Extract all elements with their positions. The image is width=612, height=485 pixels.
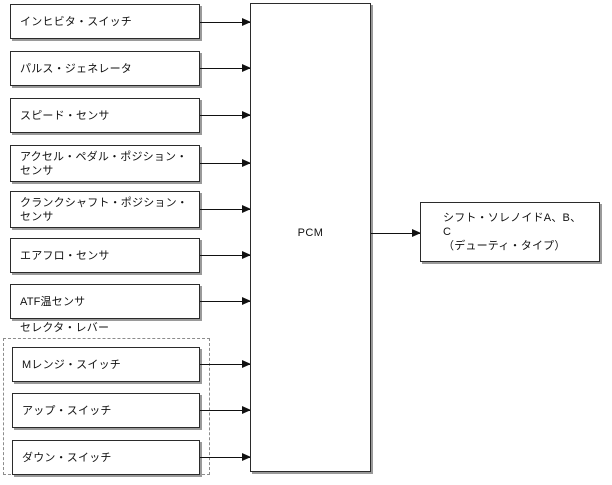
selector-lever-caption: セレクタ・レバー (20, 322, 110, 334)
input-box-label: ATF温センサ (20, 295, 86, 308)
input-box-crankshaft-position-sensor[interactable]: クランクシャフト・ポジション・ センサ (10, 191, 200, 228)
output-box-label: シフト・ソレノイドA、B、C （デューティ・タイプ） (443, 212, 582, 252)
arrow-head-icon (242, 297, 251, 305)
input-box-label: パルス・ジェネレータ (20, 62, 132, 75)
input-box-up-switch[interactable]: アップ・スイッチ (12, 393, 200, 428)
connector-atf-temperature-sensor-to-pcm (200, 297, 251, 305)
connector-pcm-to-shift-solenoid (371, 229, 421, 237)
input-box-down-switch[interactable]: ダウン・スイッチ (12, 440, 200, 475)
input-box-label: スピード・センサ (20, 109, 110, 122)
input-box-accelerator-pedal-position-sensor[interactable]: アクセル・ペダル・ポジション・ センサ (10, 145, 200, 182)
input-box-speed-sensor[interactable]: スピード・センサ (10, 98, 200, 133)
connector-up-switch-to-pcm (200, 406, 251, 414)
input-box-label: インヒビタ・スイッチ (20, 15, 132, 28)
arrow-head-icon (242, 251, 251, 259)
input-box-label: アクセル・ペダル・ポジション・ センサ (20, 150, 188, 177)
arrow-head-icon (242, 453, 251, 461)
input-box-m-range-switch[interactable]: Mレンジ・スイッチ (12, 347, 200, 382)
arrow-head-icon (242, 64, 251, 72)
output-box-shift-solenoid[interactable]: シフト・ソレノイドA、B、C （デューティ・タイプ） (420, 202, 600, 262)
input-box-inhibitor-switch[interactable]: インヒビタ・スイッチ (10, 4, 200, 39)
pcm-module-label: PCM (297, 227, 324, 239)
input-box-label: クランクシャフト・ポジション・ センサ (20, 196, 188, 223)
connector-pulse-generator-to-pcm (200, 64, 251, 72)
input-box-label: アップ・スイッチ (22, 404, 112, 417)
connector-accelerator-pedal-position-sensor-to-pcm (200, 159, 251, 167)
connector-m-range-switch-to-pcm (200, 360, 251, 368)
connector-down-switch-to-pcm (200, 453, 251, 461)
input-box-label: Mレンジ・スイッチ (22, 358, 121, 371)
connector-speed-sensor-to-pcm (200, 111, 251, 119)
input-box-pulse-generator[interactable]: パルス・ジェネレータ (10, 51, 200, 86)
arrow-head-icon (242, 406, 251, 414)
pcm-module-box[interactable]: PCM (250, 3, 371, 472)
input-box-atf-temperature-sensor[interactable]: ATF温センサ (10, 284, 200, 319)
arrow-head-icon (242, 18, 251, 26)
arrow-head-icon (242, 159, 251, 167)
connector-air-flow-sensor-to-pcm (200, 251, 251, 259)
connector-inhibitor-switch-to-pcm (200, 18, 251, 26)
arrow-head-icon (412, 229, 421, 237)
input-box-label: ダウン・スイッチ (22, 451, 112, 464)
input-box-label: エアフロ・センサ (20, 249, 110, 262)
arrow-head-icon (242, 360, 251, 368)
arrow-head-icon (242, 205, 251, 213)
connector-crankshaft-position-sensor-to-pcm (200, 205, 251, 213)
arrow-head-icon (242, 111, 251, 119)
input-box-air-flow-sensor[interactable]: エアフロ・センサ (10, 238, 200, 273)
